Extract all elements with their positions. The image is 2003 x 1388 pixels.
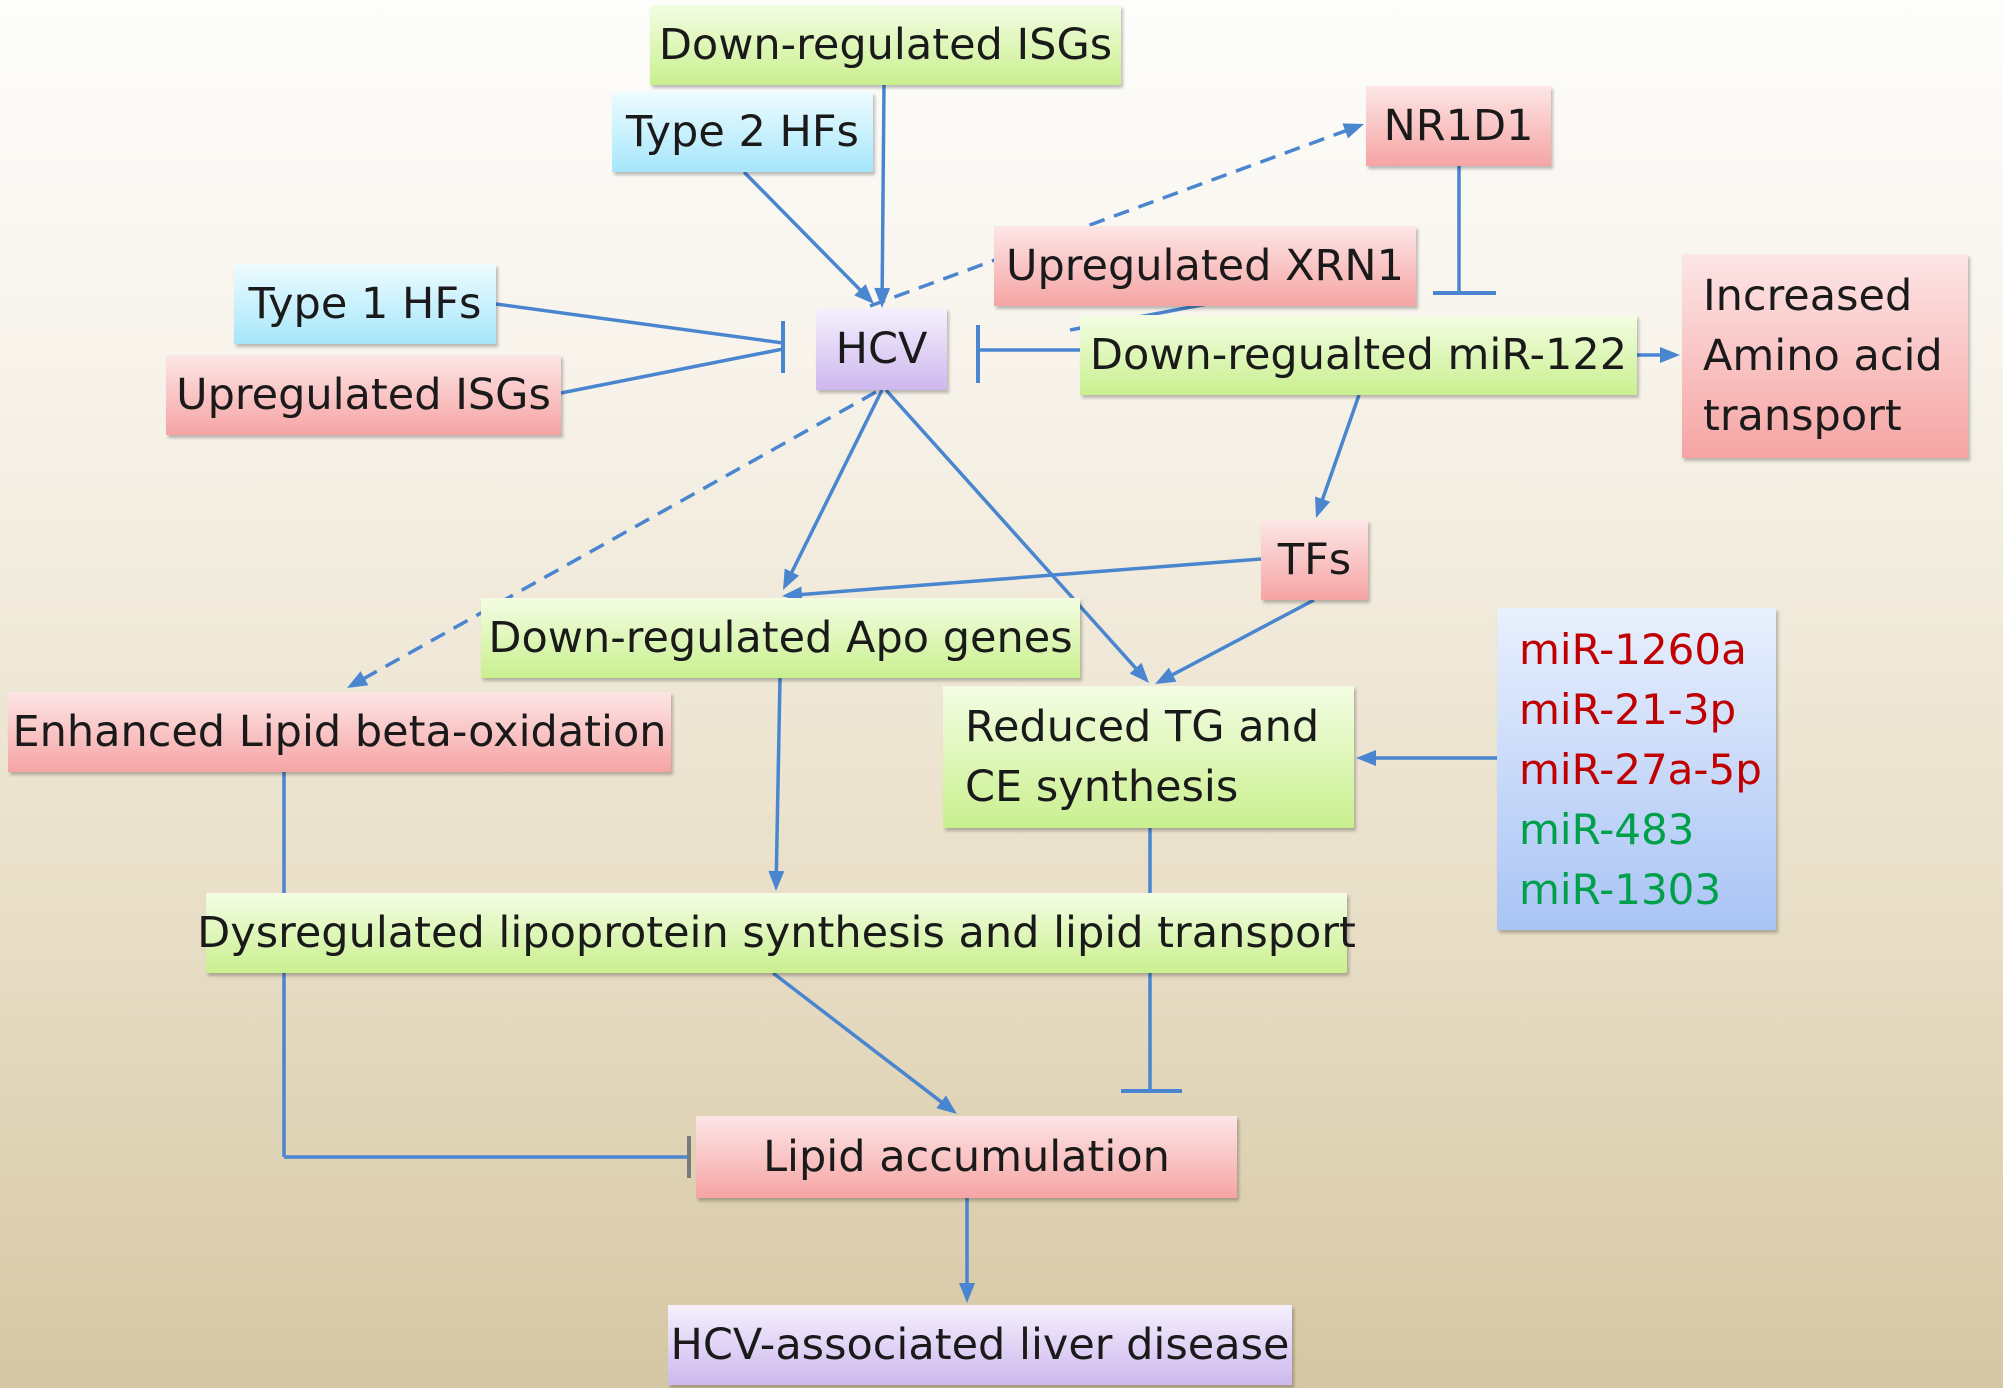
node-down-regulated-mir122: Down-regualted miR-122 [1080,315,1637,395]
node-down-regulated-isgs: Down-regulated ISGs [650,5,1121,85]
node-down-regulated-apo-genes: Down-regulated Apo genes [481,598,1080,678]
edge-hcv-reduced-tg-line [884,388,1143,676]
node-upregulated-isgs: Upregulated ISGs [166,355,561,435]
aa-transport-line-3: transport [1703,391,1902,442]
edge-type2-hfs-hcv-head [854,284,874,304]
edge-mir122-tfs-line [1318,394,1361,508]
aa-transport-line-2: Amino acid [1703,330,1943,381]
mirna-list-box: miR-1260a miR-21-3p miR-27a-5p miR-483 m… [1497,608,1776,930]
node-tfs: TFs [1261,520,1368,600]
edge-dysregulated-lipid-accum-line [771,971,949,1109]
edge-tfs-reduced-tg-line [1164,598,1315,680]
node-reduced-tg-ce-synthesis: Reduced TG and CE synthesis [943,686,1354,828]
reduced-tg-line-2: CE synthesis [965,762,1239,812]
reduced-tg-line-1: Reduced TG and [965,701,1320,752]
mirna-item: miR-21-3p [1519,685,1737,734]
node-type2-hfs: Type 2 HFs [612,92,873,172]
mirna-item: miR-483 [1519,805,1695,854]
edge-tfs-reduced-tg-head [1155,667,1177,684]
edge-type2-hfs-hcv-line [742,170,867,297]
edge-hcv-nr1d1-line [869,126,1354,308]
node-upregulated-xrn1: Upregulated XRN1 [994,226,1416,306]
edge-apo-dysregulated-head [768,870,785,891]
aa-transport-line-1: Increased [1703,270,1913,321]
mirna-item: miR-27a-5p [1519,745,1762,794]
edge-hcv-apo-head [783,568,800,590]
node-lipid-accumulation: Lipid accumulation [696,1116,1237,1198]
edge-up-isgs-hcv-line [560,347,784,395]
edge-lipid-accum-liver-disease-head [959,1283,975,1303]
edge-hcv-reduced-tg-head [1129,662,1149,683]
edge-hcv-apo-line [786,389,884,581]
edge-type1-hfs-hcv-line [495,302,784,345]
edge-tfs-apo-line [793,557,1262,597]
mirna-item: miR-1260a [1519,625,1747,674]
node-hcv: HCV [816,308,947,390]
edge-down-isgs-hcv-head [874,287,891,308]
node-hcv-associated-liver-disease: HCV-associated liver disease [668,1305,1292,1385]
edge-down-isgs-hcv-line [880,84,886,297]
edge-dysregulated-lipid-accum-head [936,1095,957,1114]
edge-mir122-aa-transport-head [1660,347,1680,363]
edge-apo-dysregulated-line [774,677,782,880]
edge-mirnas-reduced-tg-head [1356,750,1376,766]
node-type1-hfs: Type 1 HFs [234,264,496,344]
node-dysregulated-lipoprotein-synthesis: Dysregulated lipoprotein synthesis and l… [197,893,1356,973]
node-enhanced-lipid-beta-oxidation: Enhanced Lipid beta-oxidation [8,692,671,772]
edge-hcv-beta-ox-head [347,671,369,688]
edge-hcv-nr1d1-head [1342,123,1364,139]
edge-hcv-beta-ox-line [356,390,877,684]
edge-mir122-tfs-head [1315,496,1331,518]
mirna-item: miR-1303 [1519,865,1722,914]
node-increased-amino-acid-transport: Increased Amino acid transport [1682,254,1968,458]
node-nr1d1: NR1D1 [1366,86,1551,166]
